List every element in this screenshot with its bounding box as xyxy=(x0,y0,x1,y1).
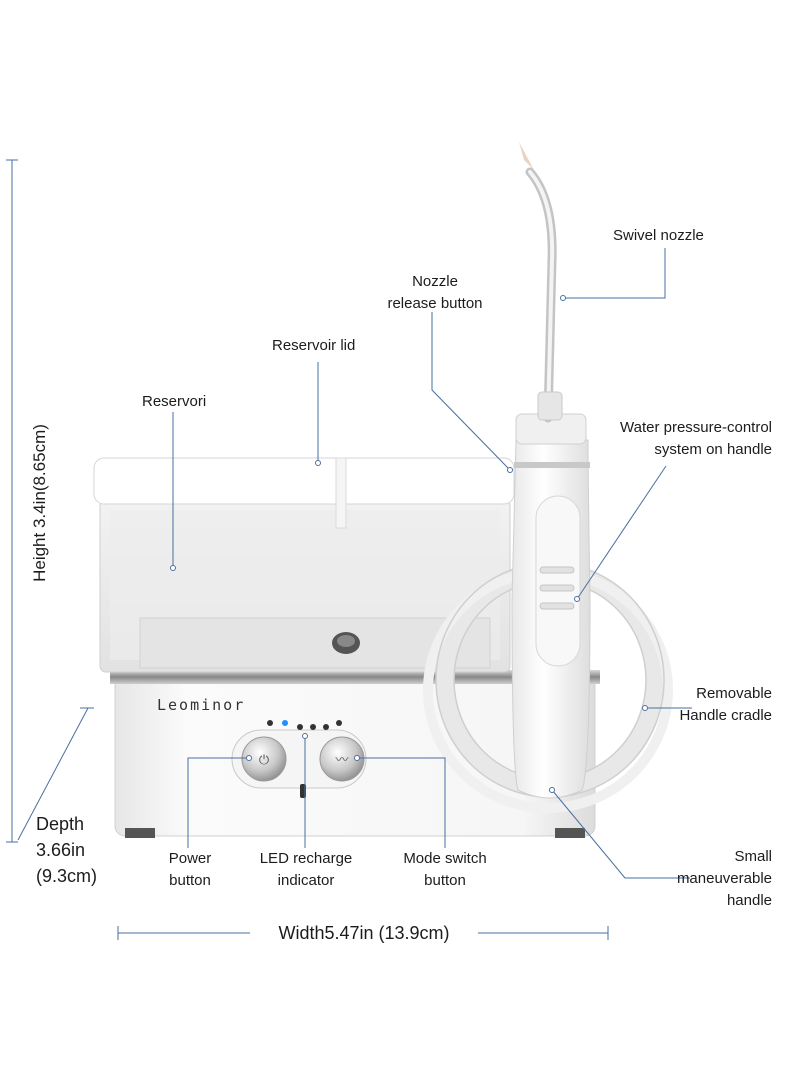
handle xyxy=(511,413,591,799)
control-panel: ⏻ 〰 xyxy=(231,729,367,798)
width-dimension-label: Width5.47in (13.9cm) xyxy=(278,923,450,943)
label-reservoir: Reservori xyxy=(142,393,207,410)
label-power-button: Power button xyxy=(168,850,212,889)
dimension-lines xyxy=(6,159,609,940)
swivel-nozzle xyxy=(519,142,563,423)
label-water-pressure-control: Water pressure-control system on handle xyxy=(620,419,772,458)
brand-logo-text: Leominor xyxy=(157,696,246,714)
label-removable-handle-cradle: Removable Handle cradle xyxy=(679,685,772,724)
led-indicators xyxy=(267,720,342,730)
label-small-maneuverable-handle: Small maneuverable handle xyxy=(676,848,772,909)
svg-text:⏻: ⏻ xyxy=(259,752,269,767)
label-mode-switch-button: Mode switch button xyxy=(403,850,487,889)
label-nozzle-release-button: Nozzle release button xyxy=(387,273,483,312)
reservoir-lid xyxy=(93,457,515,529)
label-swivel-nozzle: Swivel nozzle xyxy=(613,227,704,244)
reservoir-tank xyxy=(99,499,511,673)
leader-lines xyxy=(170,248,692,879)
label-reservoir-lid: Reservoir lid xyxy=(272,337,356,354)
svg-text:〰: 〰 xyxy=(335,752,348,767)
depth-dimension-label: Depth 3.66in (9.3cm) xyxy=(36,814,98,886)
height-dimension-label: Height 3.4in(8.65cm) xyxy=(30,424,49,582)
label-led-recharge-indicator: LED recharge indicator xyxy=(259,850,353,889)
